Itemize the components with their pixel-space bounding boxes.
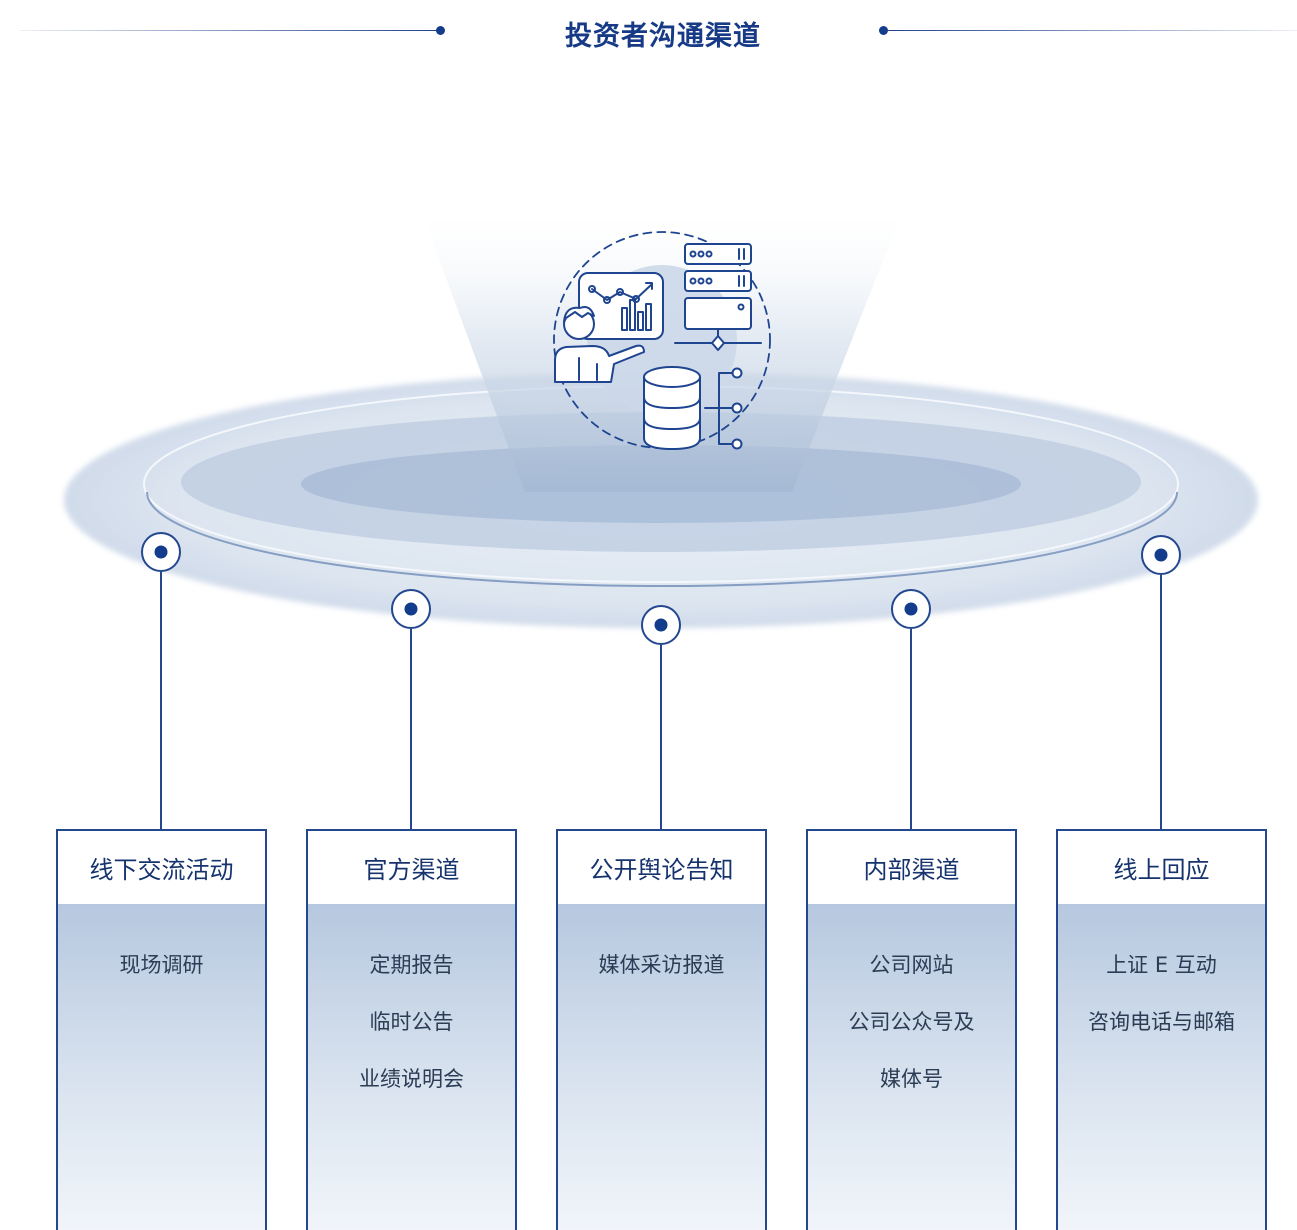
database-icon [643,366,701,450]
card-title: 官方渠道 [308,831,515,904]
connector-1 [141,532,181,829]
card-title: 内部渠道 [808,831,1015,904]
card-item: 咨询电话与邮箱 [1088,1010,1235,1034]
card-item: 现场调研 [119,953,204,977]
card-item: 公司公众号及 [848,1010,975,1034]
card-title: 线上回应 [1058,831,1265,904]
card-item: 媒体采访报道 [598,953,725,977]
presenter-chart-icon [554,272,664,383]
card-body: 现场调研 [58,904,265,1230]
card-item: 媒体号 [880,1067,943,1091]
card-title: 公开舆论告知 [558,831,765,904]
card-item: 上证 E 互动 [1106,953,1217,977]
header-line-left [20,30,440,31]
card-title: 线下交流活动 [58,831,265,904]
card-body: 媒体采访报道 [558,904,765,1230]
channel-card-official: 官方渠道 定期报告 临时公告 业绩说明会 [306,829,517,1230]
server-rack-icon [674,243,762,351]
connector-3 [641,605,681,829]
card-item: 公司网站 [869,953,954,977]
header-line-right [884,30,1297,31]
header-dot-left [436,26,445,35]
card-body: 上证 E 互动 咨询电话与邮箱 [1058,904,1265,1230]
card-item: 定期报告 [369,953,454,977]
connector-5 [1141,535,1181,829]
channel-card-public-opinion: 公开舆论告知 媒体采访报道 [556,829,767,1230]
card-body: 公司网站 公司公众号及 媒体号 [808,904,1015,1230]
hub-icon [553,231,771,450]
page-title: 投资者沟通渠道 [565,21,761,52]
card-item: 临时公告 [369,1010,454,1034]
header-dot-right [879,26,888,35]
connector-4 [891,589,931,829]
card-body: 定期报告 临时公告 业绩说明会 [308,904,515,1230]
card-item: 业绩说明会 [359,1067,464,1091]
platform [64,372,1258,628]
connectors [141,532,1181,829]
channel-card-internal: 内部渠道 公司网站 公司公众号及 媒体号 [806,829,1017,1230]
channel-card-offline: 线下交流活动 现场调研 [56,829,267,1230]
connector-2 [391,589,431,829]
channel-card-online: 线上回应 上证 E 互动 咨询电话与邮箱 [1056,829,1267,1230]
network-nodes-icon [704,367,743,450]
